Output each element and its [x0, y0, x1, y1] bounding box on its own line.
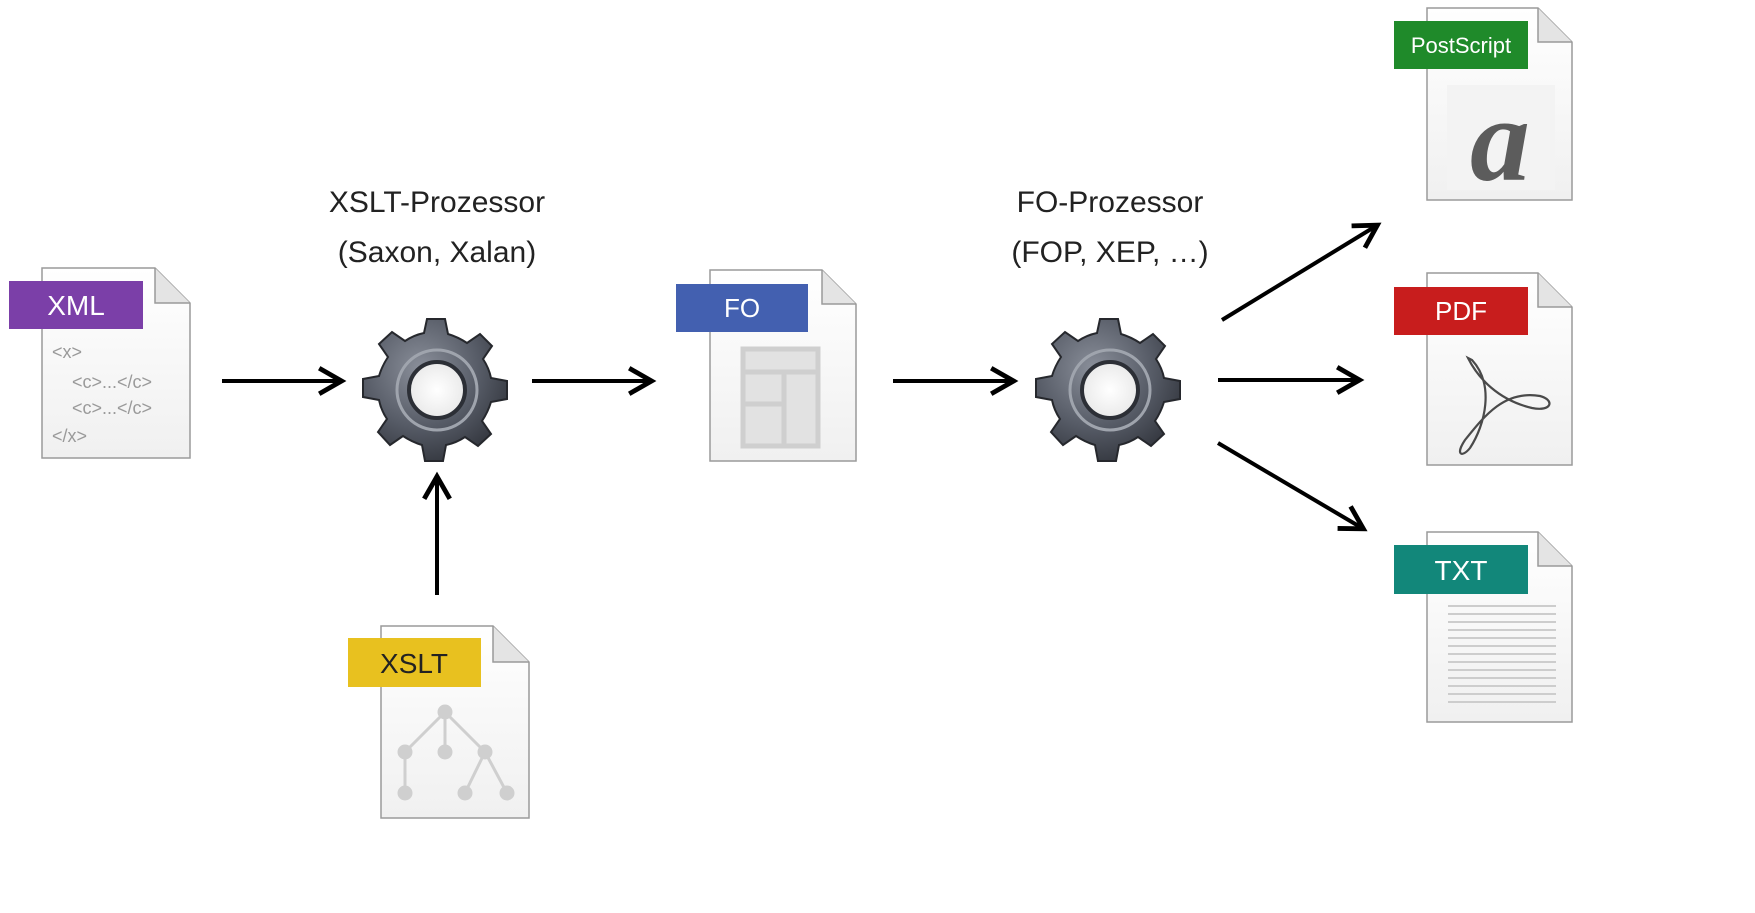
postscript-label: PostScript [1411, 33, 1511, 58]
arrow-icon [1216, 441, 1368, 532]
fo-document-icon: FO [676, 269, 857, 462]
postscript-document-icon: PostScript a [1394, 7, 1573, 206]
xml-code-line: <c>...</c> [72, 372, 152, 392]
txt-label: TXT [1435, 555, 1488, 586]
xslt-document-icon: XSLT [348, 625, 530, 819]
xslt-gear-icon [361, 317, 509, 463]
tree-icon [397, 704, 515, 801]
xml-label: XML [47, 290, 105, 321]
pdf-label: PDF [1435, 296, 1487, 326]
xslt-label: XSLT [380, 648, 448, 679]
text-lines-icon [1448, 605, 1556, 703]
fo-processor-subtitle: (FOP, XEP, …) [1011, 236, 1208, 269]
font-glyph-icon: a [1470, 73, 1530, 206]
layout-icon [740, 346, 821, 449]
arrows [222, 222, 1382, 595]
fo-processor-title: FO-Prozessor [1017, 186, 1204, 219]
acrobat-icon [1458, 355, 1551, 455]
fo-gear-icon [1034, 317, 1182, 463]
fo-label: FO [724, 293, 760, 323]
txt-document-icon: TXT [1394, 531, 1573, 723]
xml-document-icon: XML <x> <c>...</c> <c>...</c> </x> [9, 267, 191, 459]
xml-code-line: <x> [52, 342, 82, 362]
xml-code-line: </x> [52, 426, 87, 446]
xslt-processor-title: XSLT-Prozessor [329, 186, 545, 219]
arrow-icon [1220, 222, 1382, 322]
xslt-processor-subtitle: (Saxon, Xalan) [338, 236, 536, 269]
xml-code-line: <c>...</c> [72, 398, 152, 418]
pdf-document-icon: PDF [1394, 272, 1573, 466]
